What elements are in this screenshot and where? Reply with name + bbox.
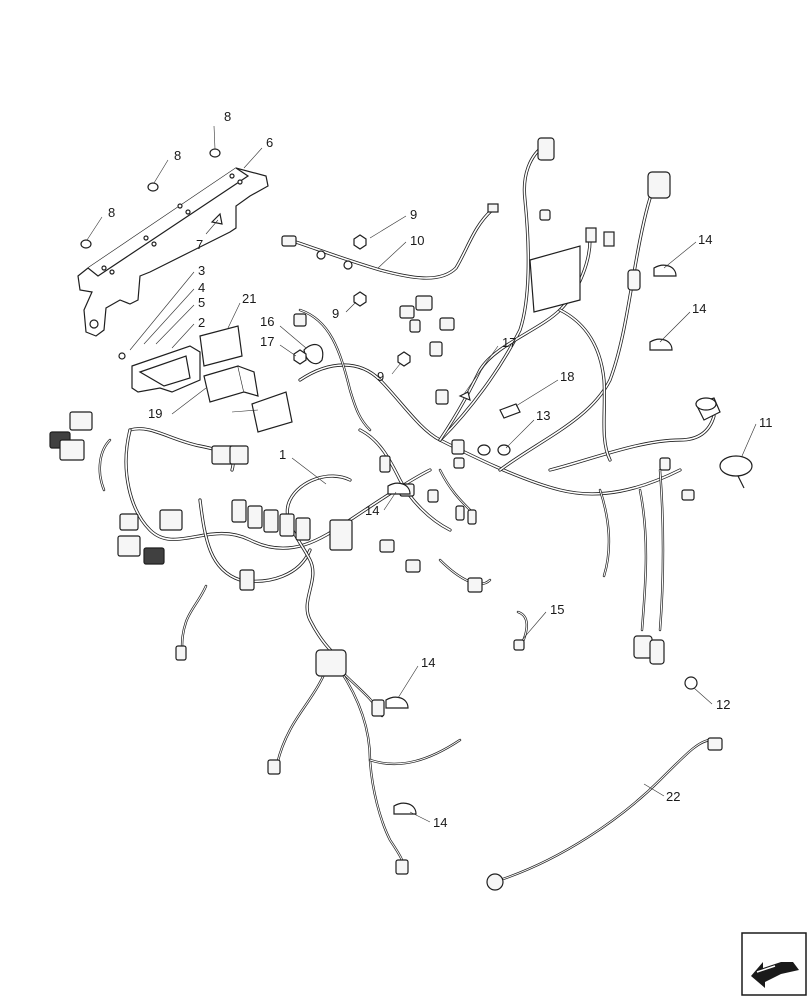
callout-11: 11 [759, 415, 773, 430]
harness-15 [513, 610, 528, 651]
grommet-13b [497, 444, 511, 456]
branch-wires [98, 308, 665, 870]
tie-18 [499, 403, 521, 419]
callout-7: 7 [196, 237, 203, 252]
nut-9a [353, 234, 367, 250]
callout-6: 6 [266, 135, 273, 150]
callout-14: 14 [698, 232, 712, 247]
callout-13: 13 [536, 408, 550, 423]
callouts: 8 8 8 6 7 9 10 9 9 3 4 5 2 21 16 17 17 1… [86, 109, 773, 830]
relay-21 [199, 325, 243, 367]
callout-14: 14 [433, 815, 447, 830]
return-arrow-icon[interactable] [741, 932, 807, 996]
strap-11 [719, 455, 753, 489]
callout-5: 5 [198, 295, 205, 310]
callout-8: 8 [224, 109, 231, 124]
bolt-17a [293, 349, 307, 365]
clamp-14d [393, 802, 417, 815]
callout-10: 10 [410, 233, 424, 248]
callout-8: 8 [174, 148, 181, 163]
callout-17: 17 [260, 334, 274, 349]
clamp-14c [385, 696, 409, 709]
callout-14: 14 [692, 301, 706, 316]
nut-9b [353, 291, 367, 307]
hose-clip-8a [209, 148, 221, 158]
callout-17: 17 [502, 335, 516, 350]
callout-3: 3 [198, 263, 205, 278]
return-arrow-icon-graphic [741, 932, 807, 996]
callout-2: 2 [198, 315, 205, 330]
callout-19: 19 [148, 406, 162, 421]
grommet-12 [684, 676, 698, 690]
callout-9: 9 [377, 369, 384, 384]
ecu-bracket-2 [118, 345, 201, 393]
callout-16: 16 [260, 314, 274, 329]
hose-clip-8b [147, 182, 159, 192]
grommet-13a [477, 444, 491, 456]
clip-16 [303, 343, 324, 365]
connectors [49, 137, 721, 875]
callout-9: 9 [332, 306, 339, 321]
callout-14: 14 [421, 655, 435, 670]
nut-9c [397, 351, 411, 367]
callout-9: 9 [410, 207, 417, 222]
bolt-7 [205, 212, 223, 235]
hose-clip-8c [80, 239, 92, 249]
clamp-14b [649, 338, 673, 351]
module-19 [203, 365, 293, 433]
callout-14: 14 [365, 503, 379, 518]
mounting-bracket [77, 167, 269, 337]
callout-15: 15 [550, 602, 564, 617]
callout-18: 18 [560, 369, 574, 384]
callout-1: 1 [279, 447, 286, 462]
callout-22: 22 [666, 789, 680, 804]
callout-4: 4 [198, 280, 205, 295]
clamp-14a [653, 264, 677, 277]
cable-22 [486, 737, 723, 891]
callout-12: 12 [716, 697, 730, 712]
callout-21: 21 [242, 291, 256, 306]
callout-8: 8 [108, 205, 115, 220]
clamp-14e [387, 482, 411, 495]
pipe-10 [281, 203, 499, 280]
